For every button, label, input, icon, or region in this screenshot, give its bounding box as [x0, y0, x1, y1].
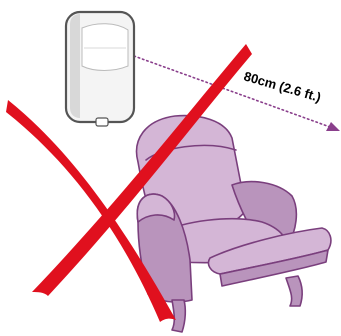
sensor-side-panel — [70, 14, 80, 118]
chair-leg-right — [286, 276, 302, 306]
chair-leg-left — [172, 300, 185, 332]
sensor-mount-clip — [96, 118, 108, 126]
sensor-lens — [82, 24, 128, 71]
motion-sensor-icon — [66, 12, 134, 126]
